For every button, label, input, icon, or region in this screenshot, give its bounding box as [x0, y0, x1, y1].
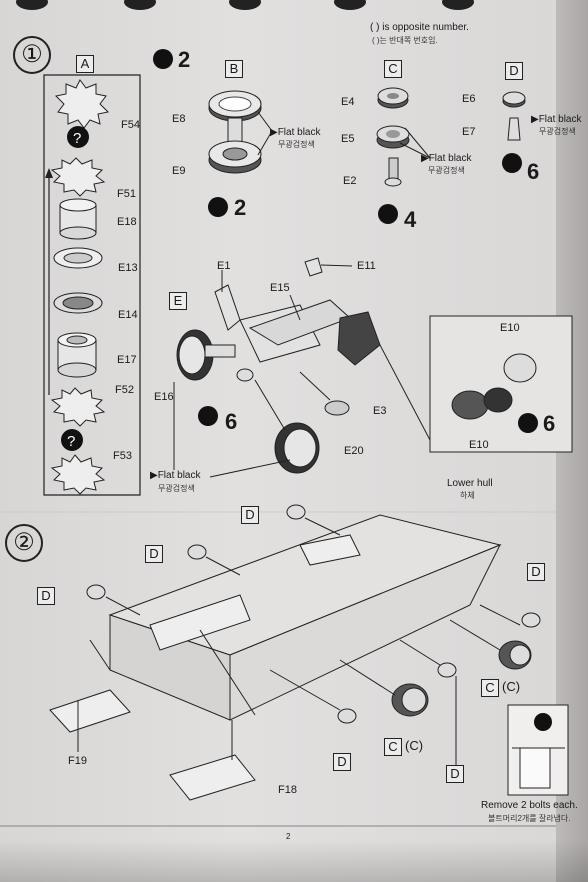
- label-e3: E3: [373, 405, 387, 417]
- e-inset-count: 6: [543, 411, 556, 436]
- e-flat-black-ko: 무광검정색: [158, 484, 195, 493]
- label-f19: F19: [68, 755, 87, 767]
- label-e11: E11: [357, 260, 376, 272]
- step2-d-top: D: [241, 506, 259, 524]
- d-parts: [502, 91, 526, 141]
- step-2-number: ②: [5, 524, 43, 562]
- label-e9: E9: [172, 165, 186, 177]
- b-flat-black-ko: 무광검정색: [278, 140, 315, 149]
- step2-d-bottom: D: [446, 765, 464, 783]
- label-e15: E15: [270, 282, 290, 294]
- c-flat-black-ko: 무광검정색: [428, 166, 465, 175]
- b-wheels: [208, 90, 273, 174]
- box-e-label: E: [169, 292, 187, 310]
- b-flat-black: ▶Flat black: [270, 127, 321, 138]
- lower-hull-label: Lower hull: [447, 478, 493, 489]
- f54-gear: [54, 79, 110, 129]
- svg-text:?: ?: [67, 433, 75, 450]
- page-number: 2: [286, 832, 291, 841]
- label-e18: E18: [117, 216, 137, 228]
- box-b-label: B: [225, 60, 243, 78]
- step-1-number: ①: [13, 36, 51, 74]
- step2-d-far-left: D: [37, 587, 55, 605]
- c-flat-black: ▶Flat black: [421, 153, 472, 164]
- e-assembly: [176, 257, 381, 474]
- box-a-frame: [43, 74, 141, 496]
- label-e5: E5: [341, 133, 355, 145]
- label-f54: F54: [121, 119, 140, 131]
- d-flat-black-ko: 무광검정색: [539, 127, 576, 136]
- remove-bolts-note-ko: 볼트머리2개를 잘라냅다.: [488, 814, 571, 823]
- box-a-label: A: [76, 55, 94, 73]
- step2-d-bottom-left: D: [333, 753, 351, 771]
- step2-c-right-opposite: (C): [502, 679, 521, 694]
- remove-bolts-note: Remove 2 bolts each.: [481, 800, 578, 811]
- label-e14: E14: [118, 309, 138, 321]
- e-flat-black: ▶Flat black: [150, 470, 201, 481]
- label-e17: E17: [117, 354, 137, 366]
- box-d-label: D: [505, 62, 523, 80]
- label-e20: E20: [344, 445, 364, 457]
- photo-shadow: [0, 840, 588, 882]
- label-e8: E8: [172, 113, 186, 125]
- lower-hull-label-ko: 하체: [460, 491, 475, 500]
- box-c-label: C: [384, 60, 402, 78]
- opposite-note: ( ) is opposite number.: [370, 22, 469, 33]
- opposite-note-ko: ( )는 반대쪽 번호임.: [372, 36, 438, 45]
- label-e10-top: E10: [500, 322, 520, 334]
- f51-gear: [50, 157, 106, 197]
- label-f52: F52: [115, 384, 134, 396]
- c-count: 4: [404, 207, 417, 232]
- c-parts: [376, 87, 431, 187]
- d-flat-black: ▶Flat black: [531, 114, 582, 125]
- label-e6: E6: [462, 93, 476, 105]
- b-bottom-count: 2: [234, 195, 247, 220]
- label-f51: F51: [117, 188, 136, 200]
- d-count: 6: [527, 159, 540, 184]
- step2-d-right: D: [527, 563, 545, 581]
- e-count: 6: [225, 409, 238, 434]
- label-e13: E13: [118, 262, 138, 274]
- label-e10-bottom: E10: [469, 439, 489, 451]
- step2-d-left: D: [145, 545, 163, 563]
- step2-c-bottom-opposite: (C): [405, 738, 424, 753]
- b-top-count: 2: [178, 47, 191, 72]
- label-f53: F53: [113, 450, 132, 462]
- label-e1: E1: [217, 260, 231, 272]
- lower-hull: [49, 504, 541, 801]
- top-icons: [16, 0, 474, 10]
- label-e2: E2: [343, 175, 357, 187]
- step2-c-bottom: C: [384, 738, 402, 756]
- step2-c-right: C: [481, 679, 499, 697]
- label-f18: F18: [278, 784, 297, 796]
- label-e16: E16: [154, 391, 174, 403]
- svg-text:?: ?: [73, 130, 81, 147]
- label-e7: E7: [462, 126, 476, 138]
- label-e4: E4: [341, 96, 355, 108]
